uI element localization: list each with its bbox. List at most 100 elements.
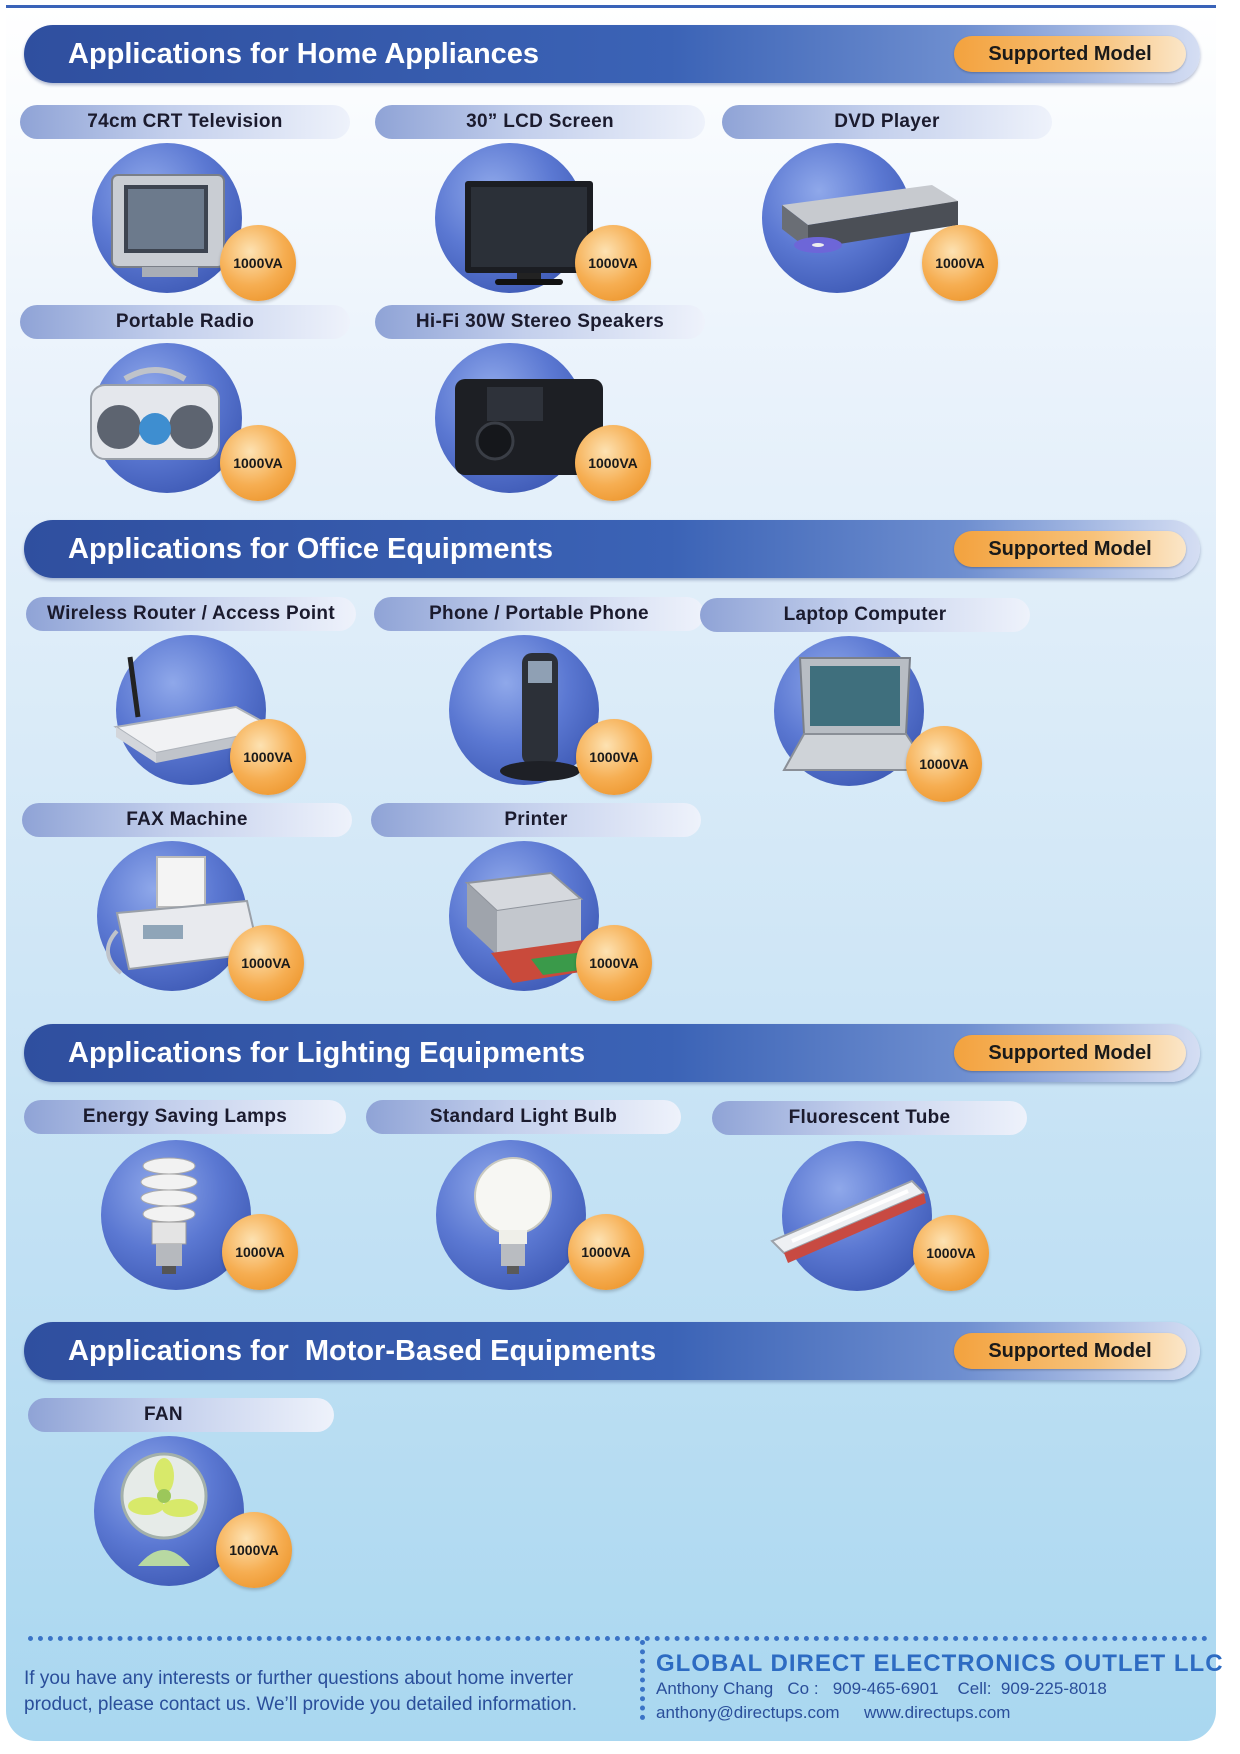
supported-model-button[interactable]: Supported Model [954, 531, 1186, 567]
contact-phones: Anthony Chang Co : 909-465-6901 Cell: 90… [656, 1679, 1107, 1698]
supported-model-label: Supported Model [988, 1340, 1152, 1362]
rating-badge: 1000VA [228, 925, 304, 1001]
appliance-label: Energy Saving Lamps [24, 1100, 346, 1134]
supported-model-button[interactable]: Supported Model [954, 1035, 1186, 1071]
rating-text: 1000VA [233, 255, 283, 271]
appliance-label-text: Phone / Portable Phone [429, 603, 649, 624]
section-header-home: Applications for Home Appliances Support… [24, 25, 1200, 83]
rating-badge: 1000VA [220, 425, 296, 501]
appliance-card: Wireless Router / Access Point 1000VA [26, 597, 366, 797]
fan-icon [120, 1452, 208, 1566]
appliance-label-text: DVD Player [834, 111, 940, 132]
supported-model-label: Supported Model [988, 1042, 1152, 1064]
appliance-label: 74cm CRT Television [20, 105, 350, 139]
appliance-label-text: Hi-Fi 30W Stereo Speakers [415, 311, 665, 332]
appliance-label: DVD Player [722, 105, 1052, 139]
section-title: Applications for Office Equipments [68, 533, 553, 565]
rating-text: 1000VA [588, 455, 638, 471]
section-header-lighting: Applications for Lighting Equipments Sup… [24, 1024, 1200, 1082]
crt-tv-icon [111, 174, 225, 277]
lcd-monitor-icon [465, 181, 593, 285]
rating-text: 1000VA [589, 749, 639, 765]
appliance-card: Printer 1000VA [371, 803, 711, 1003]
rating-badge: 1000VA [576, 925, 652, 1001]
appliance-card: Phone / Portable Phone 1000VA [374, 597, 714, 797]
appliance-label: FAX Machine [22, 803, 352, 837]
appliance-label: Phone / Portable Phone [374, 597, 704, 631]
appliance-card: FAX Machine 1000VA [22, 803, 362, 1003]
appliance-label: Standard Light Bulb [366, 1100, 681, 1134]
appliance-label-text: Standard Light Bulb [429, 1106, 618, 1127]
supported-model-button[interactable]: Supported Model [954, 36, 1186, 72]
rating-badge: 1000VA [216, 1512, 292, 1588]
rating-text: 1000VA [589, 955, 639, 971]
company-name: GLOBAL DIRECT ELECTRONICS OUTLET LLC [656, 1650, 1224, 1677]
supported-model-label: Supported Model [988, 43, 1152, 65]
appliance-label: FAN [28, 1398, 334, 1432]
appliance-label-text: 74cm CRT Television [87, 111, 283, 132]
rating-text: 1000VA [229, 1542, 279, 1558]
cfl-lamp-icon [140, 1157, 198, 1274]
appliance-label: Hi-Fi 30W Stereo Speakers [375, 305, 705, 339]
rating-badge: 1000VA [575, 425, 651, 501]
rating-text: 1000VA [233, 455, 283, 471]
rating-badge: 1000VA [576, 719, 652, 795]
appliance-label: Fluorescent Tube [712, 1101, 1027, 1135]
boombox-icon [90, 367, 220, 460]
contact-message: If you have any interests or further que… [24, 1666, 634, 1718]
rating-badge: 1000VA [575, 225, 651, 301]
fax-machine-icon [106, 856, 261, 975]
appliance-card: Energy Saving Lamps 1000VA [24, 1100, 364, 1300]
appliance-card: 30” LCD Screen 1000VA [375, 105, 715, 305]
rating-text: 1000VA [581, 1244, 631, 1260]
rating-badge: 1000VA [222, 1214, 298, 1290]
section-title: Applications for Lighting Equipments [68, 1037, 586, 1069]
section-header-motor: Applications for Motor-Based Equipments … [24, 1322, 1200, 1380]
appliance-card: Laptop Computer 1000VA [700, 598, 1040, 802]
appliance-label-text: FAX Machine [126, 809, 248, 830]
footer-vertical-divider [640, 1640, 645, 1720]
rating-text: 1000VA [919, 756, 969, 772]
contact-email-link[interactable]: anthony@directups.com [656, 1703, 840, 1722]
contact-message-line: product, please contact us. We’ll provid… [24, 1694, 578, 1715]
footer-divider [28, 1636, 1208, 1641]
appliance-label-text: Energy Saving Lamps [82, 1106, 288, 1127]
rating-text: 1000VA [241, 955, 291, 971]
appliance-label-text: Portable Radio [115, 311, 255, 332]
cordless-phone-icon [500, 653, 580, 781]
rating-text: 1000VA [243, 749, 293, 765]
light-bulb-icon [474, 1157, 552, 1274]
rating-text: 1000VA [235, 1244, 285, 1260]
appliance-card: Hi-Fi 30W Stereo Speakers 1000VA [375, 305, 715, 505]
supported-model-label: Supported Model [988, 538, 1152, 560]
appliance-label: Laptop Computer [700, 598, 1030, 632]
appliance-label: Wireless Router / Access Point [26, 597, 356, 631]
website-link[interactable]: www.directups.com [864, 1703, 1011, 1722]
appliance-label-text: FAN [144, 1404, 183, 1425]
appliance-card: FAN 1000VA [28, 1398, 368, 1598]
rating-text: 1000VA [935, 255, 985, 271]
appliance-label-text: Printer [504, 809, 568, 830]
rating-badge: 1000VA [906, 726, 982, 802]
appliance-label-text: 30” LCD Screen [466, 111, 614, 132]
appliance-label: 30” LCD Screen [375, 105, 705, 139]
appliance-card: DVD Player 1000VA [722, 105, 1062, 305]
rating-badge: 1000VA [913, 1215, 989, 1291]
fluorescent-tube-icon [770, 1179, 926, 1263]
contact-message-line: If you have any interests or further que… [24, 1668, 574, 1689]
rating-badge: 1000VA [230, 719, 306, 795]
appliance-label-text: Laptop Computer [783, 604, 947, 625]
appliance-card: Standard Light Bulb 1000VA [366, 1100, 706, 1300]
appliance-label: Portable Radio [20, 305, 350, 339]
section-title: Applications for Motor-Based Equipments [68, 1335, 657, 1367]
rating-text: 1000VA [588, 255, 638, 271]
section-title: Applications for Home Appliances [68, 38, 540, 70]
appliance-label: Printer [371, 803, 701, 837]
appliance-card: Fluorescent Tube 1000VA [712, 1101, 1052, 1301]
dvd-player-icon [782, 185, 958, 253]
supported-model-button[interactable]: Supported Model [954, 1333, 1186, 1369]
appliance-label-text: Fluorescent Tube [788, 1107, 951, 1128]
speaker-icon [455, 379, 603, 475]
rating-badge: 1000VA [568, 1214, 644, 1290]
rating-badge: 1000VA [922, 225, 998, 301]
